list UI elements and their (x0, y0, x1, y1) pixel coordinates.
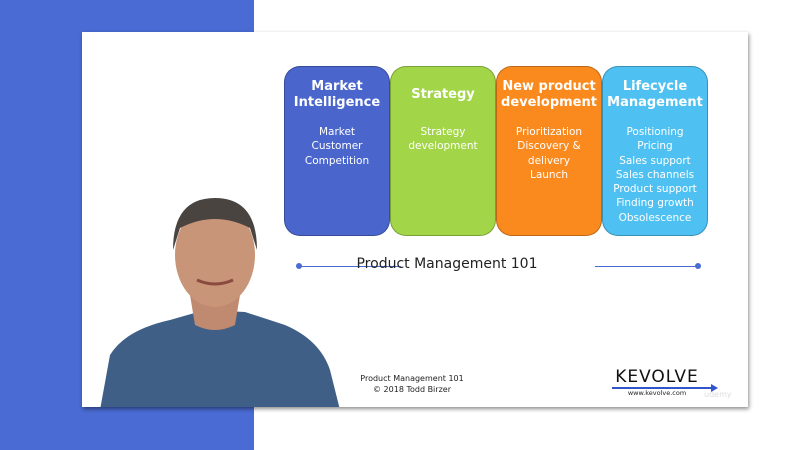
logo-url: www.kevolve.com (627, 389, 687, 397)
column-item: Discovery & delivery (517, 140, 581, 167)
footer-course: Product Management 101 (360, 374, 464, 383)
slide-title: Product Management 101 (356, 256, 538, 272)
logo-arrow (612, 384, 718, 392)
logo-text: KEVOLVE (615, 367, 699, 387)
column-item: Market (318, 126, 356, 138)
column-title: Market Intelligence (293, 79, 381, 110)
column-title: Lifecycle Management (607, 79, 703, 110)
column-item: Obsolescence (618, 211, 692, 224)
divider-right (595, 266, 697, 267)
column-strategy: Strategy Strategy development (390, 66, 496, 236)
column-item: Sales channels (615, 168, 695, 181)
column-item: Launch (529, 168, 569, 181)
column-item: Product support (613, 183, 697, 196)
presenter-video (100, 198, 340, 407)
slide-footer: Product Management 101 © 2018 Todd Birze… (332, 373, 492, 395)
column-item: Sales support (619, 154, 691, 167)
line-dot-right (695, 263, 701, 269)
column-item: Finding growth (616, 197, 694, 210)
column-item: Positioning (626, 126, 684, 138)
kevolve-logo: KEVOLVE www.kevolve.com (602, 367, 718, 397)
divider-left (299, 266, 401, 267)
column-title: New product development (501, 79, 597, 110)
column-title: Strategy (411, 87, 475, 102)
column-item: Prioritization (515, 126, 583, 138)
column-item: Customer (311, 140, 363, 153)
footer-copyright: © 2018 Todd Birzer (373, 385, 451, 394)
column-item: Pricing (637, 140, 673, 153)
udemy-watermark: udemy (704, 390, 732, 399)
column-item: Competition (304, 154, 370, 167)
column-item: Strategy development (408, 126, 478, 153)
